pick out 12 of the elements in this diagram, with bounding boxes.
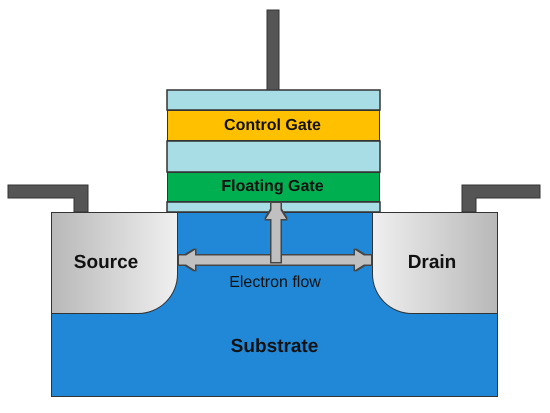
floating-gate-layer bbox=[167, 172, 380, 202]
control-gate-layer bbox=[167, 110, 380, 141]
region-label: Substrate bbox=[230, 336, 318, 358]
source-region bbox=[50, 212, 178, 314]
region-label: Floating Gate bbox=[221, 178, 324, 196]
arrow bbox=[179, 250, 371, 270]
region-label: Drain bbox=[408, 252, 456, 274]
edge-label: Electron flow bbox=[228, 274, 322, 292]
drain-region bbox=[372, 212, 498, 314]
substrate-region bbox=[51, 212, 498, 397]
region-label: Control Gate bbox=[224, 116, 321, 134]
region-label: Source bbox=[74, 252, 138, 274]
